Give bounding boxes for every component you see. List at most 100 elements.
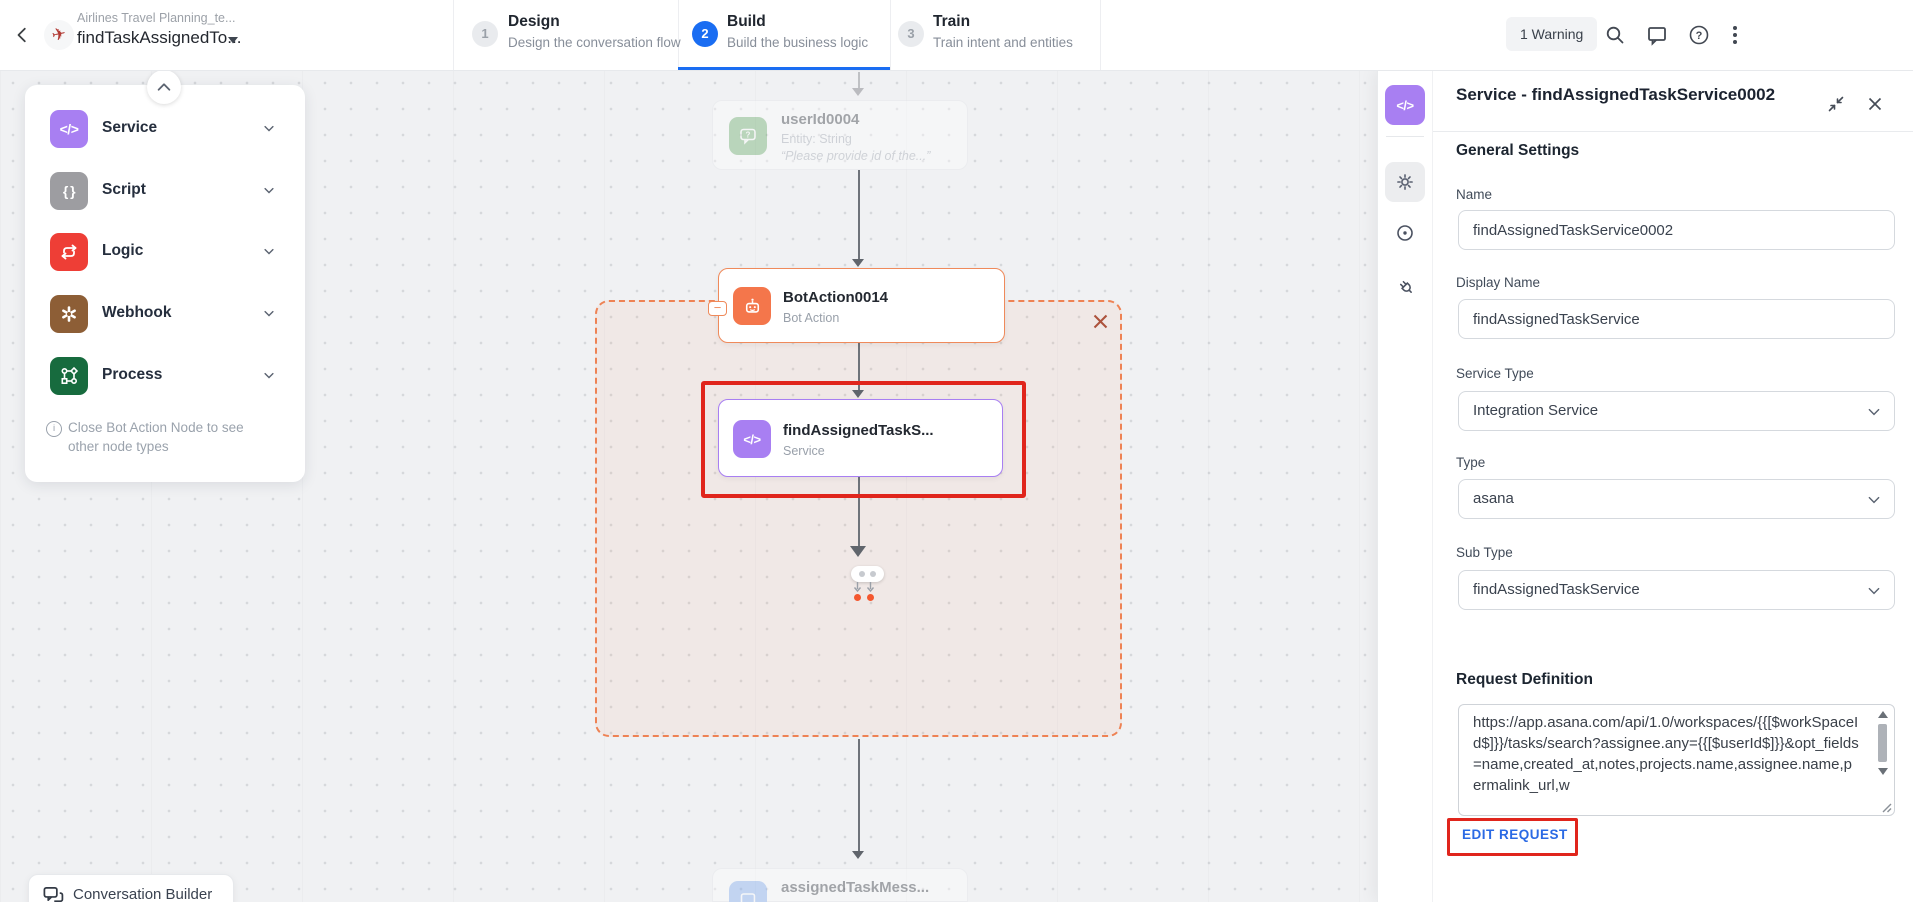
chevron-down-icon[interactable] (262, 122, 276, 141)
chat-bubbles-icon (43, 886, 64, 902)
node-bot-action[interactable]: BotAction0014 Bot Action (718, 268, 1005, 343)
palette-item-webhook[interactable]: Webhook (102, 304, 172, 321)
close-panel-icon[interactable] (1865, 94, 1885, 114)
node-service[interactable]: </> findAssignedTaskS... Service (718, 399, 1003, 477)
step-subtitle: Build the business logic (727, 35, 869, 50)
palette-item-logic[interactable]: Logic (102, 242, 144, 259)
rail-target-icon[interactable] (1385, 213, 1425, 253)
node-title: findAssignedTaskS... (783, 422, 934, 439)
chevron-down-icon[interactable] (262, 184, 276, 203)
node-subtitle: Bot Action (783, 311, 840, 325)
palette-item-process[interactable]: Process (102, 366, 163, 383)
service-type-select[interactable]: Integration Service (1458, 391, 1895, 431)
connection-dot[interactable] (854, 594, 861, 601)
back-chevron-icon[interactable] (14, 26, 32, 44)
svg-text:?: ? (746, 130, 751, 139)
palette-collapse-button[interactable] (147, 70, 181, 104)
info-icon: i (46, 421, 62, 437)
step-subtitle: Design the conversation flow (508, 35, 681, 50)
annotation-highlight-service-node (701, 381, 1026, 498)
mini-arrow-down-icon (866, 582, 875, 593)
sub-type-label: Sub Type (1456, 545, 1513, 560)
divider (1100, 0, 1101, 70)
connection-point[interactable] (851, 566, 884, 582)
comment-icon[interactable] (1646, 24, 1668, 46)
kebab-menu-icon[interactable] (1732, 24, 1738, 48)
rail-gear-icon[interactable] (1385, 162, 1425, 202)
collapse-node-button[interactable]: − (708, 301, 727, 316)
chevron-down-icon (1868, 496, 1880, 504)
request-url-text: https://app.asana.com/api/1.0/workspaces… (1473, 714, 1859, 794)
palette-item-script[interactable]: Script (102, 181, 146, 198)
top-header: ✈ Airlines Travel Planning_te... findTas… (0, 0, 1913, 71)
chevron-down-icon (1868, 408, 1880, 416)
sub-type-value: findAssignedTaskService (1473, 581, 1640, 598)
request-definition-heading: Request Definition (1456, 671, 1593, 688)
logic-loop-icon[interactable] (50, 233, 88, 271)
annotation-highlight-edit-request (1447, 818, 1578, 856)
collapse-panel-icon[interactable] (1826, 94, 1846, 114)
message-bubble-icon (729, 881, 767, 902)
robot-icon (733, 287, 771, 325)
active-tab-indicator (678, 67, 890, 70)
node-title: BotAction0014 (783, 289, 889, 306)
rail-code-icon[interactable]: </> (1385, 85, 1425, 125)
connection-dot[interactable] (867, 594, 874, 601)
conversation-builder-badge[interactable]: Conversation Builder (28, 874, 234, 902)
display-name-field[interactable] (1458, 299, 1895, 339)
search-icon[interactable] (1604, 24, 1626, 46)
warning-button[interactable]: 1 Warning (1506, 17, 1598, 51)
type-select[interactable]: asana (1458, 479, 1895, 519)
connector-line (858, 170, 860, 260)
service-type-value: Integration Service (1473, 402, 1599, 419)
code-icon: </> (733, 420, 771, 458)
service-code-icon[interactable]: </> (50, 110, 88, 148)
entity-bubble-icon: ? (729, 117, 767, 155)
chevron-down-icon[interactable] (262, 307, 276, 326)
node-message[interactable]: assignedTaskMess... (712, 868, 968, 902)
name-field[interactable] (1458, 210, 1895, 250)
connector-arrow (852, 851, 864, 859)
node-entity[interactable]: ? userId0004 Entity: String “Please prov… (712, 100, 968, 170)
chevron-down-icon[interactable] (262, 245, 276, 264)
palette-note: Close Bot Action Node to see other node … (68, 420, 244, 454)
panel-title: Service - findAssignedTaskService0002 (1456, 85, 1776, 104)
task-name[interactable]: findTaskAssignedTo... (77, 28, 242, 47)
connector-line (858, 477, 860, 547)
step-title: Build (727, 13, 766, 30)
connector-line (858, 343, 860, 391)
collapse-up-icon (157, 83, 171, 91)
chevron-down-icon (1868, 587, 1880, 595)
resize-handle-icon[interactable] (1880, 801, 1892, 813)
script-braces-icon[interactable]: { } (50, 172, 88, 210)
connector-arrow (852, 88, 864, 96)
node-subtitle: Entity: String (781, 132, 852, 146)
node-prompt: “Please provide id of the...” (781, 149, 931, 163)
scroll-down-icon[interactable] (1877, 768, 1888, 775)
step-number: 3 (898, 21, 924, 47)
edit-request-link[interactable]: EDIT REQUEST (1462, 827, 1568, 842)
service-properties-panel: </> Service - findAssignedTaskService000… (1378, 70, 1913, 902)
chevron-down-icon[interactable] (262, 369, 276, 388)
palette-item-service[interactable]: Service (102, 119, 158, 136)
scrollbar[interactable] (1875, 709, 1890, 795)
request-definition-box[interactable]: https://app.asana.com/api/1.0/workspaces… (1458, 704, 1895, 816)
panel-rail: </> (1378, 70, 1433, 902)
process-flow-icon[interactable] (50, 357, 88, 395)
close-region-icon[interactable] (1092, 313, 1109, 330)
scroll-thumb[interactable] (1878, 724, 1887, 762)
dropdown-caret-icon[interactable] (228, 37, 238, 44)
step-title: Design (508, 13, 560, 30)
divider (1386, 136, 1424, 137)
connector-arrow (852, 390, 864, 398)
general-settings-heading: General Settings (1456, 142, 1580, 159)
rail-plug-icon[interactable] (1385, 266, 1425, 306)
connector-line (858, 72, 860, 88)
sub-type-select[interactable]: findAssignedTaskService (1458, 570, 1895, 610)
scroll-up-icon[interactable] (1877, 711, 1888, 718)
step-number: 2 (692, 21, 718, 47)
webhook-icon[interactable] (50, 295, 88, 333)
node-subtitle: Service (783, 444, 825, 458)
help-icon[interactable]: ? (1688, 24, 1710, 46)
